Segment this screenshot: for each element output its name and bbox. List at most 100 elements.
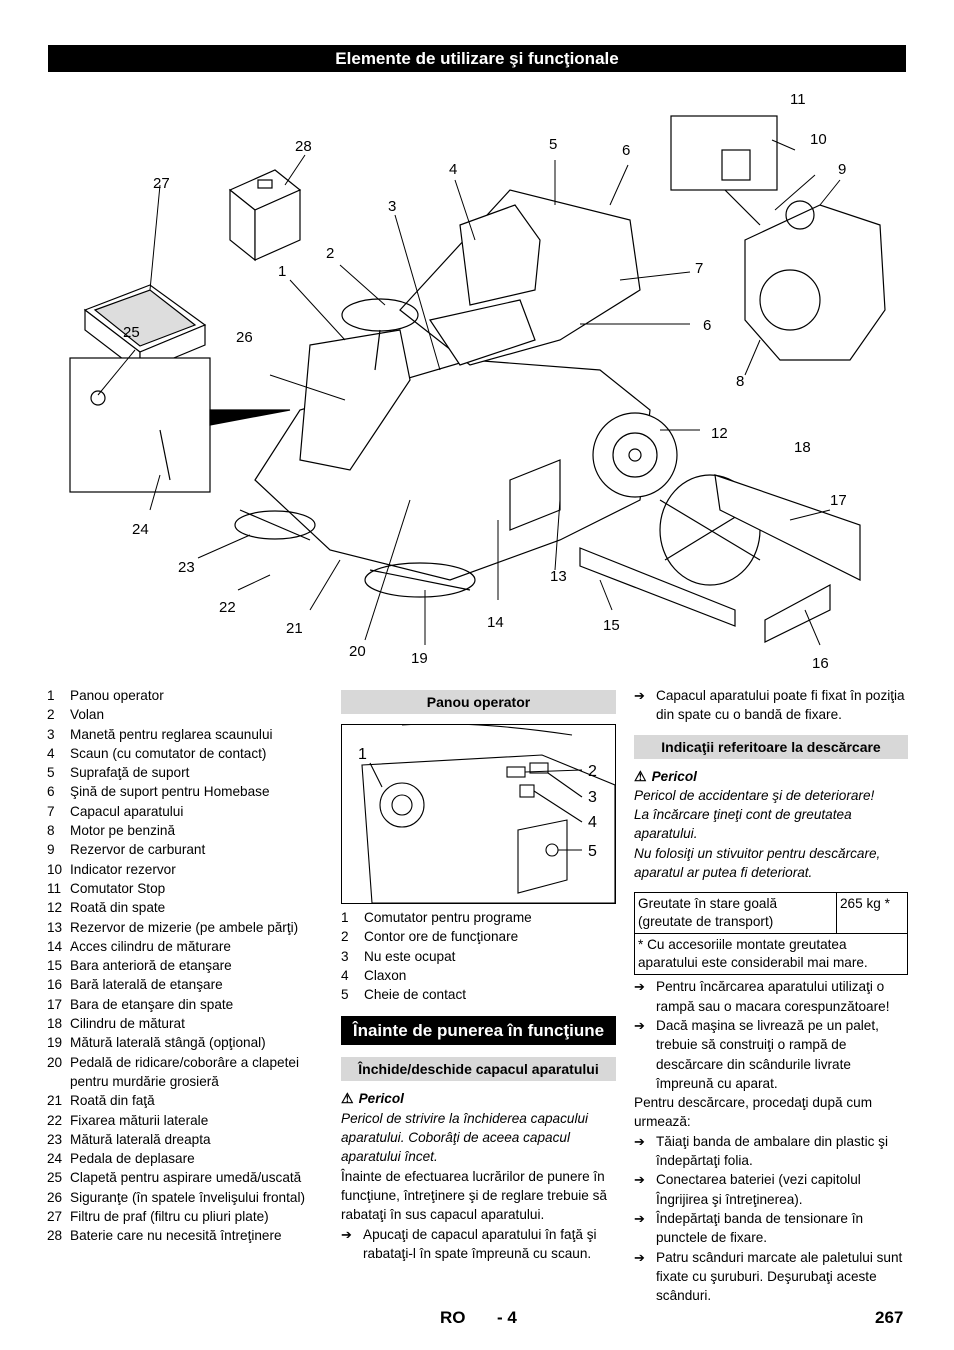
panel-list-item-label: Cheie de contact	[364, 987, 467, 1003]
weight-table: Greutate în stare goală (greutate de tra…	[634, 892, 908, 976]
battery-drawing	[228, 169, 302, 262]
callout-26: 26	[236, 329, 253, 346]
parts-list-item-number: 14	[47, 938, 63, 954]
callout-7: 7	[695, 260, 703, 277]
instruction-step: ➔Dacă maşina se livrează pe un palet, tr…	[634, 1016, 908, 1093]
parts-list-item-label: Rezervor de carburant	[70, 842, 206, 858]
operator-panel-drawing: 1 2 3 4 5	[358, 723, 616, 904]
arrow-right-icon: ➔	[634, 1172, 645, 1188]
warning-label-text: Pericol	[358, 1091, 404, 1107]
panel-list-item-label: Comutator pentru programe	[364, 910, 532, 925]
instruction-step-text: Îndepărtaţi banda de tensionare în punct…	[656, 1210, 864, 1246]
parts-list-item-number: 3	[47, 726, 55, 742]
parts-list-item-number: 8	[47, 823, 55, 839]
arrow-right-icon: ➔	[634, 688, 645, 703]
panel-callout-1: 1	[358, 746, 367, 763]
fixing-strap-step: ➔ Capacul aparatului poate fi fixat în p…	[634, 686, 908, 725]
callout-2: 2	[326, 245, 334, 262]
panel-list-item-label: Nu este ocupat	[364, 948, 456, 964]
callout-27: 27	[153, 175, 170, 192]
cover-step: ➔ Apucaţi de capacul aparatului în faţă …	[341, 1225, 616, 1264]
panel-list-item-label: Contor ore de funcţionare	[364, 929, 519, 945]
parts-list-item-label: Cilindru de măturat	[70, 1016, 185, 1032]
instruction-step: ➔ Tăiaţi banda de ambalare din plastic şi…	[634, 1132, 908, 1171]
weight-label: Greutate în stare goală (greutate de tra…	[634, 892, 837, 935]
column-unloading: ➔ Capacul aparatului poate fi fixat în p…	[634, 686, 908, 1305]
warning-label: ⚠ Pericol	[634, 767, 908, 786]
machine-illustration: 1 2 3 4 5 6 6 7 8 9 10 11 12 13 14 15 16…	[69, 91, 886, 672]
parts-list-item-label: Roată din spate	[70, 900, 166, 916]
instruction-step-text: Tăiaţi banda de ambalare din plastic şi …	[656, 1133, 888, 1169]
callout-21: 21	[286, 620, 303, 637]
callout-8: 8	[736, 373, 744, 390]
column-operator-panel: Panou operator 1 2 3	[341, 690, 616, 1263]
warning-triangle-icon: ⚠	[341, 1090, 354, 1107]
parts-list-item-label: Roată din faţă	[70, 1093, 155, 1109]
unloading-intro: Pentru descărcare, procedaţi după cum ur…	[634, 1095, 873, 1130]
parts-list-item-label: Capacul aparatului	[70, 803, 184, 819]
panel-list-item: 2 Contor ore de funcţionare	[341, 927, 616, 946]
parts-list-item: 12 Roată din spate	[47, 898, 332, 917]
callout-11: 11	[790, 91, 806, 108]
parts-list-item-number: 7	[47, 803, 55, 819]
parts-list-item-number: 26	[47, 1189, 63, 1205]
section-title-banner: Elemente de utilizare şi funcţionale	[48, 45, 906, 72]
unloading-steps-b: ➔ Tăiaţi banda de ambalare din plastic şi…	[634, 1132, 908, 1306]
arrow-right-icon: ➔	[634, 1133, 645, 1149]
parts-list-item: 21 Roată din faţă	[47, 1091, 332, 1110]
callout-16: 16	[812, 655, 829, 672]
parts-list-item-number: 21	[47, 1093, 63, 1109]
callout-9: 9	[838, 161, 846, 178]
parts-list-item-number: 17	[47, 996, 63, 1012]
callout-6a: 6	[622, 142, 630, 159]
parts-list-item-label: Motor pe benzină	[70, 823, 176, 839]
parts-list-item-label: Suprafaţă de suport	[70, 765, 190, 781]
callout-3: 3	[388, 198, 396, 215]
warning-line-3: Nu folosiţi un stivuitor pentru descărca…	[634, 845, 881, 881]
parts-list-item-number: 10	[47, 861, 63, 877]
instruction-step: ➔Îndepărtaţi banda de tensionare în punc…	[634, 1209, 908, 1248]
parts-list-item-number: 19	[47, 1035, 63, 1051]
panel-list-item-number: 5	[341, 987, 349, 1003]
callout-23: 23	[178, 559, 195, 576]
callout-1: 1	[278, 263, 286, 280]
parts-list-item-number: 6	[47, 784, 55, 800]
callout-4: 4	[449, 161, 457, 178]
instruction-step: ➔Conectarea bateriei (vezi capitolul Îng…	[634, 1170, 908, 1209]
parts-list-item-number: 27	[47, 1209, 63, 1225]
parts-list-item-label: Clapetă pentru aspirare umedă/uscată	[70, 1170, 302, 1186]
panel-list-item-number: 2	[341, 929, 349, 945]
side-brushes	[234, 509, 476, 598]
callout-10: 10	[810, 131, 827, 148]
parts-list-item: 8 Motor pe benzină	[47, 821, 332, 840]
footer-page-relative: - 4	[497, 1308, 517, 1327]
callout-17: 17	[830, 492, 847, 509]
parts-list-item-label: Mătură laterală stângă (opţional)	[70, 1035, 266, 1051]
callout-15: 15	[603, 617, 620, 634]
parts-list-item-number: 12	[47, 900, 63, 916]
callout-19: 19	[411, 650, 428, 667]
callout-22: 22	[219, 599, 236, 616]
arrow-right-icon: ➔	[634, 1017, 645, 1033]
panel-callout-5: 5	[588, 843, 597, 860]
unloading-heading: Indicaţii referitoare la descărcare	[634, 734, 908, 759]
warning-label-text: Pericol	[651, 768, 697, 784]
panel-callout-4: 4	[588, 814, 597, 831]
inset-stop-switch	[670, 115, 778, 226]
